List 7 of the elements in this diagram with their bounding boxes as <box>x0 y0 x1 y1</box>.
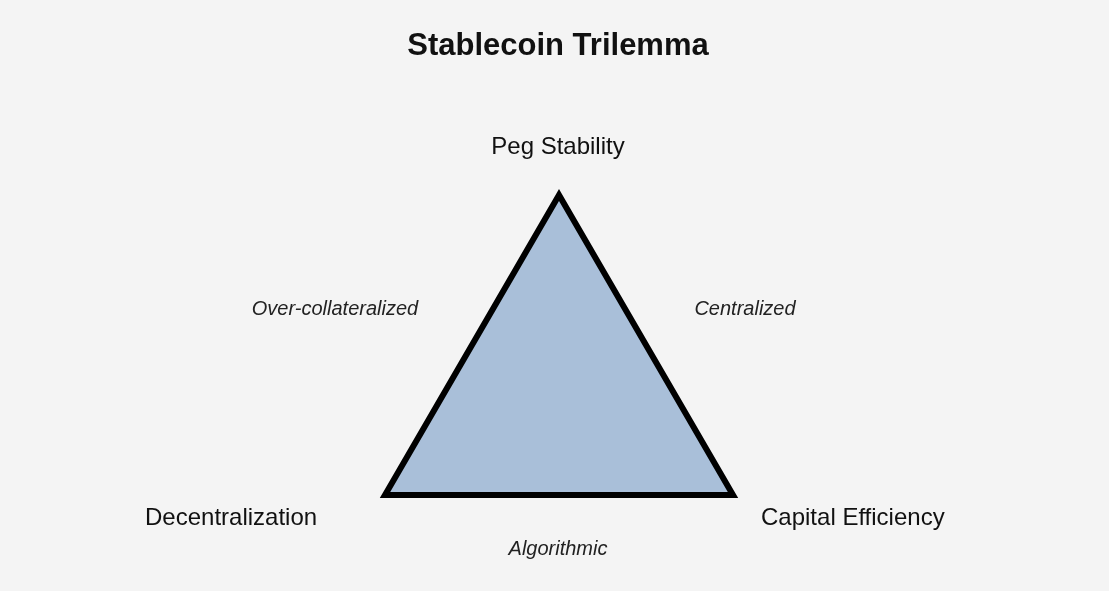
title: Stablecoin Trilemma <box>407 27 709 63</box>
side-label: Centralized <box>694 297 796 320</box>
side-label: Over-collateralized <box>251 297 419 320</box>
side-label: Algorithmic <box>508 537 608 560</box>
vertex-label: Peg Stability <box>491 132 625 160</box>
vertex-label: Decentralization <box>145 503 318 531</box>
vertex-label: Capital Efficiency <box>761 503 945 531</box>
